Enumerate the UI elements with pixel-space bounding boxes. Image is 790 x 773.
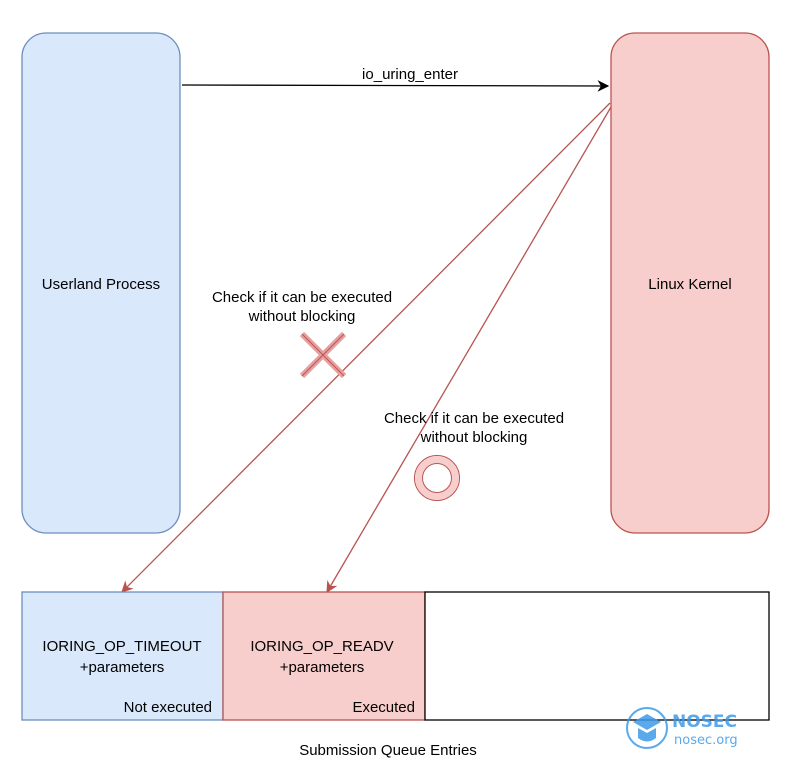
queue-entry-readv-status: Executed bbox=[352, 699, 415, 716]
io-uring-enter-label: io_uring_enter bbox=[362, 66, 458, 83]
userland-process-box bbox=[21, 32, 181, 534]
readv-check-label-line2: without blocking bbox=[420, 429, 528, 446]
submission-queue-caption: Submission Queue Entries bbox=[299, 742, 477, 759]
readv-check-arrow bbox=[326, 106, 612, 594]
submission-queue: IORING_OP_TIMEOUT +parameters Not execut… bbox=[21, 591, 770, 759]
cross-icon bbox=[299, 331, 347, 379]
queue-entry-timeout-op: IORING_OP_TIMEOUT bbox=[42, 638, 201, 655]
circle-icon bbox=[414, 455, 460, 501]
queue-entry-timeout-box bbox=[21, 591, 224, 721]
io-uring-enter-edge: io_uring_enter bbox=[181, 66, 610, 92]
readv-check-label-line1: Check if it can be executed bbox=[384, 410, 564, 427]
io-uring-enter-arrow bbox=[181, 80, 610, 92]
queue-entry-readv-op: IORING_OP_READV bbox=[250, 638, 393, 655]
queue-entry-readv-box bbox=[222, 591, 426, 721]
queue-entry-empty bbox=[424, 591, 770, 721]
check-readv-edge: Check if it can be executed without bloc… bbox=[326, 106, 612, 594]
userland-process-node: Userland Process bbox=[21, 32, 181, 534]
linux-kernel-box bbox=[610, 32, 770, 534]
queue-entry-timeout: IORING_OP_TIMEOUT +parameters Not execut… bbox=[21, 591, 224, 721]
timeout-check-arrow bbox=[121, 102, 611, 593]
linux-kernel-node: Linux Kernel bbox=[610, 32, 770, 534]
timeout-check-label-line2: without blocking bbox=[248, 308, 356, 325]
linux-kernel-label: Linux Kernel bbox=[648, 276, 731, 293]
watermark-brand: NOSEC bbox=[672, 712, 737, 732]
queue-entry-empty-box bbox=[424, 591, 770, 721]
queue-entry-timeout-status: Not executed bbox=[124, 699, 212, 716]
check-timeout-edge: Check if it can be executed without bloc… bbox=[121, 102, 611, 593]
userland-process-label: Userland Process bbox=[42, 276, 160, 293]
watermark-domain: nosec.org bbox=[674, 733, 738, 748]
nosec-logo-icon bbox=[626, 707, 668, 749]
queue-entry-timeout-params: +parameters bbox=[80, 659, 165, 676]
timeout-check-label-line1: Check if it can be executed bbox=[212, 289, 392, 306]
queue-entry-readv: IORING_OP_READV +parameters Executed bbox=[222, 591, 426, 721]
queue-entry-readv-params: +parameters bbox=[280, 659, 365, 676]
nosec-watermark: NOSEC nosec.org bbox=[626, 707, 738, 749]
